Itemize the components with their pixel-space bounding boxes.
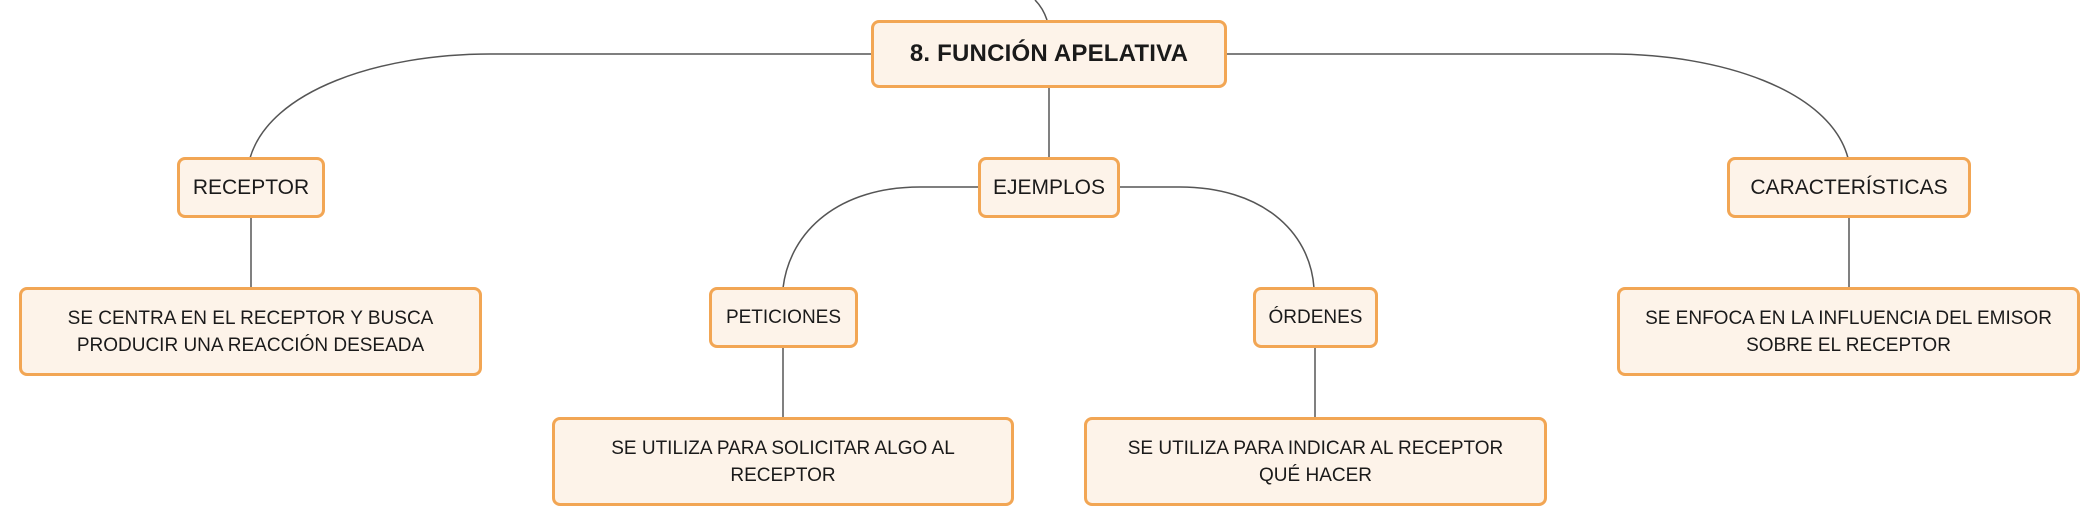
connector-ejemplos-peticiones xyxy=(782,186,978,289)
receptor-detail-node[interactable]: SE CENTRA EN EL RECEPTOR Y BUSCA PRODUCI… xyxy=(19,287,482,376)
receptor-detail-text: SE CENTRA EN EL RECEPTOR Y BUSCA PRODUCI… xyxy=(67,307,434,356)
caracteristicas-node-label: CARACTERÍSTICAS xyxy=(1750,175,1948,199)
caracteristicas-node[interactable]: CARACTERÍSTICAS xyxy=(1727,157,1971,218)
root-node-label: 8. FUNCIÓN APELATIVA xyxy=(909,40,1189,67)
peticiones-node[interactable]: PETICIONES xyxy=(709,287,858,348)
ordenes-node-label: ÓRDENES xyxy=(1268,307,1363,328)
ordenes-node[interactable]: ÓRDENES xyxy=(1253,287,1378,348)
receptor-node[interactable]: RECEPTOR xyxy=(177,157,325,218)
peticiones-node-label: PETICIONES xyxy=(725,307,842,328)
caracteristicas-detail-node[interactable]: SE ENFOCA EN LA INFLUENCIA DEL EMISOR SO… xyxy=(1617,287,2080,376)
receptor-node-label: RECEPTOR xyxy=(192,175,310,199)
peticiones-detail-node[interactable]: SE UTILIZA PARA SOLICITAR ALGO AL RECEPT… xyxy=(552,417,1014,506)
caracteristicas-detail-text: SE ENFOCA EN LA INFLUENCIA DEL EMISOR SO… xyxy=(1645,307,2052,356)
ordenes-detail-text: SE UTILIZA PARA INDICAR AL RECEPTOR QUÉ … xyxy=(1127,437,1504,486)
ordenes-detail-node[interactable]: SE UTILIZA PARA INDICAR AL RECEPTOR QUÉ … xyxy=(1084,417,1547,506)
peticiones-detail-text: SE UTILIZA PARA SOLICITAR ALGO AL RECEPT… xyxy=(611,437,955,486)
connector-top-in xyxy=(1034,0,1048,21)
root-node[interactable]: 8. FUNCIÓN APELATIVA xyxy=(871,20,1227,88)
connector-root-receptor xyxy=(249,53,871,159)
connector-root-caracteristicas xyxy=(1227,53,1849,159)
connector-ejemplos-ordenes xyxy=(1120,186,1315,289)
ejemplos-node[interactable]: EJEMPLOS xyxy=(978,157,1120,218)
ejemplos-node-label: EJEMPLOS xyxy=(992,175,1106,199)
